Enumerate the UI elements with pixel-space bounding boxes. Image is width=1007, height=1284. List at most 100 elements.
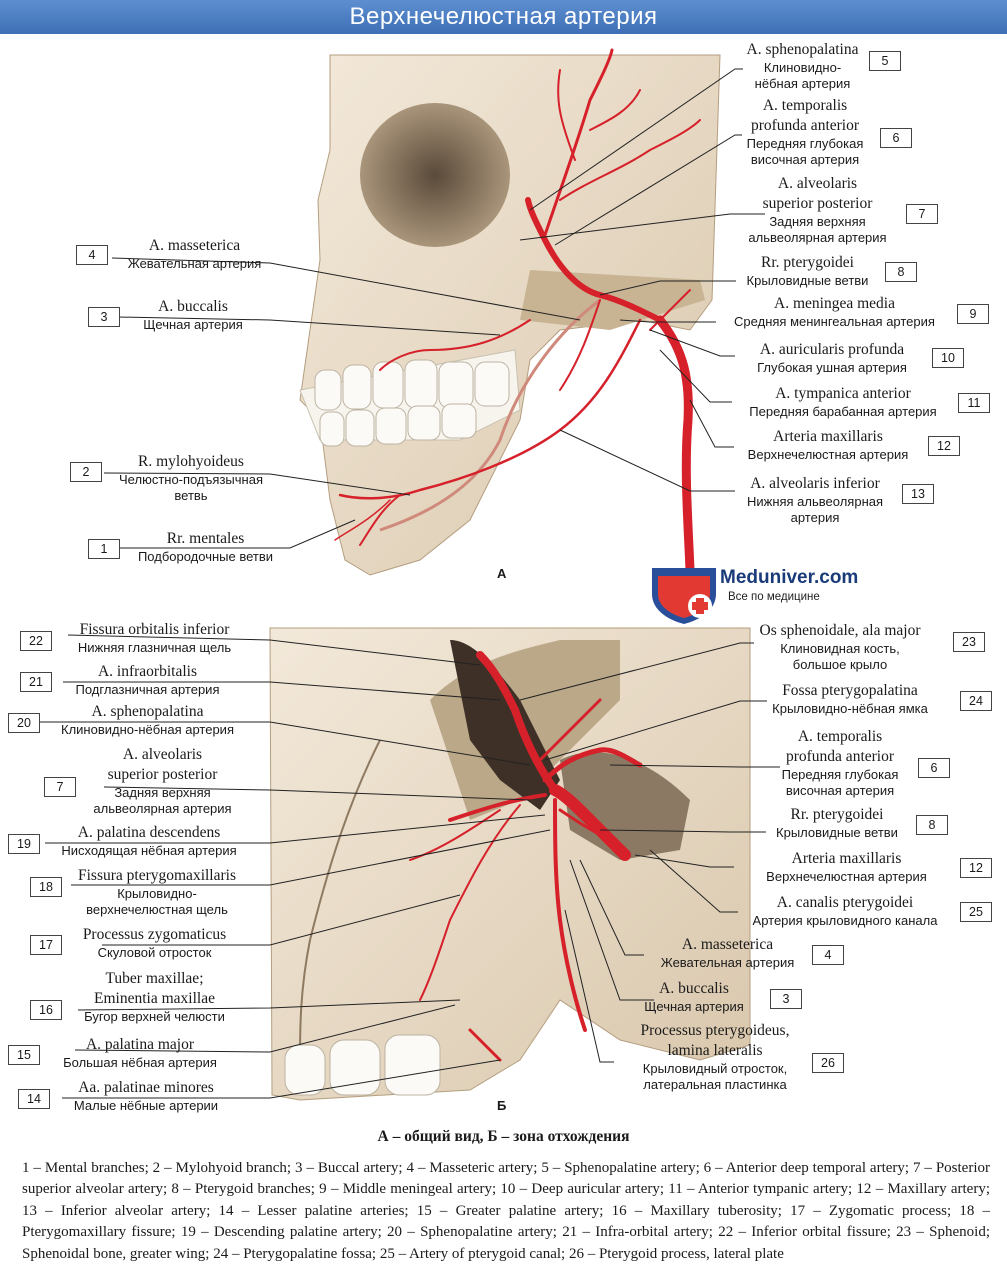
- label-fissura-pterygomaxillaris-b: Fissura pterygomaxillaris Крыловидно-вер…: [62, 866, 252, 918]
- number-box: 10: [932, 348, 964, 368]
- label-latin: Fissura orbitalis inferior: [79, 621, 230, 638]
- label-processus-zygomaticus-b: Processus zygomaticus Скуловой отросток: [62, 925, 247, 961]
- label-latin: A. auricularis profunda: [759, 341, 905, 358]
- label-russian: Крыловидно-верхнечелюстная щель: [86, 886, 228, 917]
- label-russian: Крыловидный отросток, латеральная пласти…: [642, 1061, 788, 1092]
- label-sphenopalatina-a: A. sphenopalatina Клиновидно-нёбная арте…: [730, 40, 875, 92]
- number-box: 21: [20, 672, 52, 692]
- label-latin: A. buccalis: [158, 298, 228, 315]
- label-russian: Нисходящая нёбная артерия: [61, 843, 237, 858]
- label-latin: A. alveolaris superior posterior: [762, 175, 873, 212]
- label-maxillaris-b: Arteria maxillaris Верхнечелюстная артер…: [734, 849, 959, 885]
- label-tuber-maxillae-b: Tuber maxillae; Eminentia maxillae Бугор…: [72, 969, 237, 1025]
- label-palatinae-minores-b: Aa. palatinae minores Малые нёбные артер…: [52, 1078, 240, 1114]
- label-russian: Большая нёбная артерия: [63, 1055, 217, 1070]
- label-russian: Челюстно-подъязычная ветвь: [119, 472, 263, 503]
- number-box: 12: [960, 858, 992, 878]
- leader-lines: [40, 68, 780, 1099]
- label-temporalis-a: A. temporalis profunda anterior Передняя…: [730, 96, 880, 168]
- title-banner: Верхнечелюстная артерия: [0, 0, 1007, 34]
- label-latin: A. temporalis profunda anterior: [785, 728, 895, 765]
- label-latin: A. canalis pterygoidei: [776, 894, 914, 911]
- number-box: 22: [20, 631, 52, 651]
- label-latin: Processus pterygoideus, lamina lateralis: [640, 1022, 790, 1059]
- number-box: 12: [928, 436, 960, 456]
- label-latin: Arteria maxillaris: [791, 850, 902, 867]
- number-box: 23: [953, 632, 985, 652]
- number-box: 1: [88, 539, 120, 559]
- label-russian: Жевательная артерия: [127, 256, 262, 271]
- label-latin: Arteria maxillaris: [773, 428, 883, 445]
- label-latin: A. alveolaris inferior: [750, 475, 880, 492]
- label-infraorbitalis-b: A. infraorbitalis Подглазничная артерия: [55, 662, 240, 698]
- number-box: 15: [8, 1045, 40, 1065]
- label-pterygoidei-b: Rr. pterygoidei Крыловидные ветви: [762, 805, 912, 841]
- label-latin: A. palatina major: [85, 1036, 195, 1053]
- label-buccalis-a: A. buccalis Щечная артерия: [118, 297, 268, 333]
- figure-legend: 1 – Mental branches; 2 – Mylohyoid branc…: [22, 1160, 990, 1262]
- label-russian: Крыловидные ветви: [776, 825, 898, 840]
- page-title: Верхнечелюстная артерия: [349, 3, 658, 30]
- label-russian: Средняя менингеальная артерия: [734, 314, 935, 329]
- label-alveolaris-sup-b: A. alveolaris superior posterior Задняя …: [75, 745, 250, 817]
- label-russian: Клиновидно-нёбная артерия: [61, 722, 234, 737]
- label-temporalis-b: A. temporalis profunda anterior Передняя…: [765, 727, 915, 799]
- panel-b-letter: Б: [497, 1098, 507, 1113]
- label-russian: Крыловидно-нёбная ямка: [772, 701, 928, 716]
- number-box: 8: [916, 815, 948, 835]
- label-russian: Крыловидные ветви: [746, 273, 869, 288]
- number-box: 18: [30, 877, 62, 897]
- label-russian: Скуловой отросток: [97, 945, 212, 960]
- label-russian: Глубокая ушная артерия: [757, 360, 907, 375]
- number-box: 2: [70, 462, 102, 482]
- figure-caption: А – общий вид, Б – зона отхождения: [377, 1128, 630, 1145]
- label-latin: A. infraorbitalis: [97, 663, 197, 680]
- label-latin: A. temporalis profunda anterior: [750, 97, 860, 134]
- number-box: 8: [885, 262, 917, 282]
- number-box: 6: [880, 128, 912, 148]
- panel-a-letter: А: [497, 566, 507, 581]
- label-russian: Клиновидная кость, большое крыло: [780, 641, 900, 672]
- label-latin: A. sphenopalatina: [91, 703, 204, 720]
- label-alveolaris-sup-a: A. alveolaris superior posterior Задняя …: [730, 174, 905, 246]
- label-latin: Tuber maxillae; Eminentia maxillae: [94, 970, 215, 1007]
- label-russian: Задняя верхняя альвеолярная артерия: [93, 785, 232, 816]
- label-latin: Rr. pterygoidei: [790, 806, 884, 823]
- label-latin: A. buccalis: [659, 980, 729, 997]
- label-russian: Жевательная артерия: [660, 955, 795, 970]
- meduniver-logo[interactable]: Meduniver.com Все по медицине: [650, 564, 870, 626]
- label-fossa-b: Fossa pterygopalatina Крыловидно-нёбная …: [760, 681, 940, 717]
- number-box: 20: [8, 713, 40, 733]
- label-processus-pterygoideus-b: Processus pterygoideus, lamina lateralis…: [615, 1021, 815, 1093]
- label-latin: Rr. pterygoidei: [761, 254, 854, 271]
- pterygopalatine-figure: [269, 627, 751, 1101]
- label-russian: Артерия крыловидного канала: [752, 913, 938, 928]
- label-russian: Нижняя альвеолярная артерия: [746, 494, 884, 525]
- label-maxillaris-a: Arteria maxillaris Верхнечелюстная артер…: [728, 427, 928, 463]
- label-latin: A. masseterica: [148, 237, 241, 254]
- label-mylohyoideus-a: R. mylohyoideus Челюстно-подъязычная вет…: [100, 452, 282, 504]
- label-russian: Щечная артерия: [143, 317, 243, 332]
- label-russian: Верхнечелюстная артерия: [747, 447, 909, 462]
- label-masseterica-a: A. masseterica Жевательная артерия: [112, 236, 277, 272]
- label-russian: Задняя верхняя альвеолярная артерия: [748, 214, 887, 245]
- number-box: 26: [812, 1053, 844, 1073]
- label-russian: Клиновидно-нёбная артерия: [754, 60, 851, 91]
- label-fissura-orbitalis-b: Fissura orbitalis inferior Нижняя глазни…: [52, 620, 257, 656]
- logo-name: Meduniver.com: [720, 567, 859, 588]
- label-palatina-major-b: A. palatina major Большая нёбная артерия: [40, 1035, 240, 1071]
- label-latin: R. mylohyoideus: [138, 453, 244, 470]
- label-latin: A. alveolaris superior posterior: [107, 746, 218, 783]
- label-buccalis-b: A. buccalis Щечная артерия: [620, 979, 768, 1015]
- number-box: 7: [44, 777, 76, 797]
- label-mentales-a: Rr. mentales Подбородочные ветви: [118, 529, 293, 565]
- label-auricularis-a: A. auricularis profunda Глубокая ушная а…: [732, 340, 932, 376]
- label-latin: Aa. palatinae minores: [78, 1079, 214, 1096]
- label-meningea-a: A. meningea media Средняя менингеальная …: [712, 294, 957, 330]
- label-sphenopalatina-b: A. sphenopalatina Клиновидно-нёбная арте…: [40, 702, 255, 738]
- label-russian: Подбородочные ветви: [137, 549, 274, 564]
- label-palatina-descendens-b: A. palatina descendens Нисходящая нёбная…: [40, 823, 258, 859]
- number-box: 16: [30, 1000, 62, 1020]
- label-russian: Нижняя глазничная щель: [77, 640, 232, 655]
